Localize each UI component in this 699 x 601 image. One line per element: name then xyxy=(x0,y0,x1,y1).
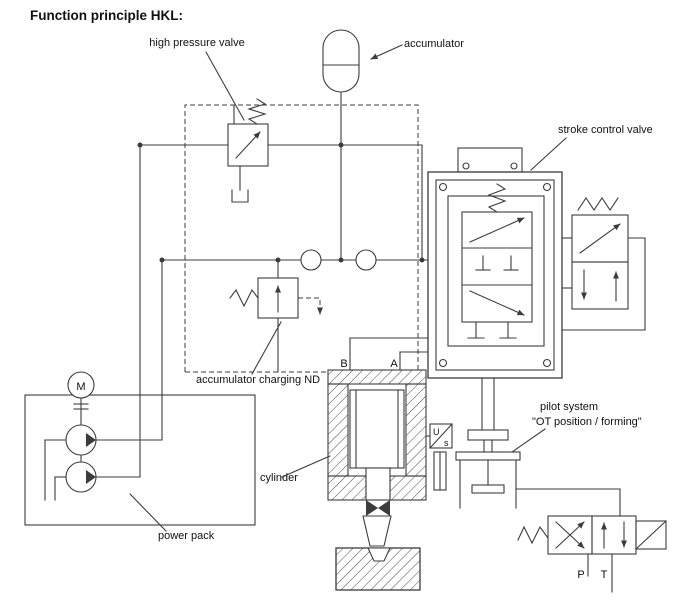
accumulator-symbol xyxy=(322,29,360,93)
pilot-system-mechanism xyxy=(455,377,521,509)
cylinder-leader-line xyxy=(281,455,331,478)
label-accumulator-charging: accumulator charging ND xyxy=(196,374,320,386)
check-valve-right xyxy=(355,249,377,271)
sensor-s-label: s xyxy=(444,438,449,448)
label-accumulator: accumulator xyxy=(404,38,464,50)
junction-dots xyxy=(137,142,425,263)
pilot-directional-valve-symbol xyxy=(517,515,667,555)
piping xyxy=(95,91,621,593)
accumulator-charging-valve-symbol xyxy=(229,277,323,319)
label-port-t: T xyxy=(601,569,608,581)
high-pressure-valve-symbol xyxy=(227,98,269,203)
sensor-u-label: U xyxy=(433,427,440,437)
motor-label: M xyxy=(76,381,85,393)
stroke-control-valve-symbol xyxy=(427,147,563,379)
accumulator-charging-leader-line xyxy=(251,321,282,375)
power-pack-symbol xyxy=(24,371,256,526)
label-pilot-system: pilot system xyxy=(540,401,598,413)
dashed-enclosure xyxy=(184,104,419,373)
page-title: Function principle HKL: xyxy=(30,8,183,23)
label-cylinder: cylinder xyxy=(260,472,298,484)
label-port-p: P xyxy=(577,569,584,581)
stroke-pilot-valve-symbol xyxy=(561,197,646,331)
high-pressure-valve-leader-line xyxy=(205,51,245,121)
stroke-control-valve-leader-line xyxy=(530,137,567,171)
displacement-sensor-symbol xyxy=(425,423,453,491)
label-port-b: B xyxy=(340,358,347,370)
label-ot-position: "OT position / forming" xyxy=(532,416,642,428)
cylinder-symbol xyxy=(327,369,427,547)
accumulator-leader-line xyxy=(370,44,403,60)
die-symbol xyxy=(335,547,421,591)
power-pack-leader-line xyxy=(129,493,167,532)
label-high-pressure-valve: high pressure valve xyxy=(149,37,244,49)
label-port-a: A xyxy=(390,358,398,370)
label-stroke-control-valve: stroke control valve xyxy=(558,124,653,136)
check-valve-left xyxy=(300,249,322,271)
pilot-system-leader-line xyxy=(511,428,546,453)
label-power-pack: power pack xyxy=(158,530,215,542)
